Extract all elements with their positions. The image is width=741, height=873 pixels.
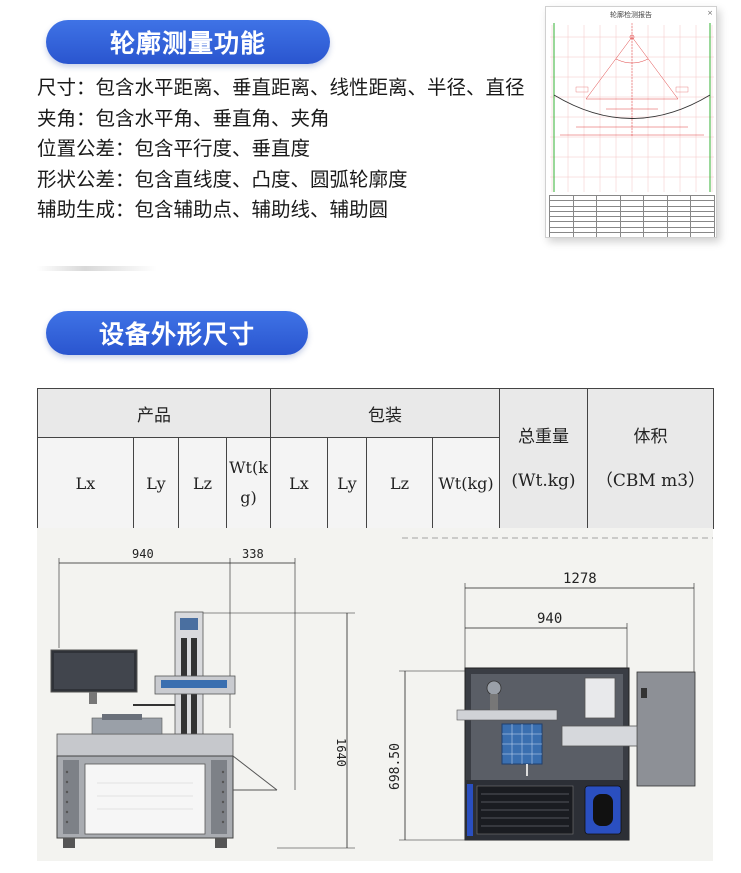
report-plot [550, 23, 714, 192]
dim-top-width: 940 [537, 611, 562, 627]
header-total-weight: 总重量 (Wt.kg) [499, 388, 588, 529]
feature-item: 辅助生成：包含辅助点、辅助线、辅助圆 [37, 198, 389, 221]
dim-top-total: 1278 [563, 571, 597, 587]
header-packing: 包装 [270, 388, 500, 438]
top-view: 1278 940 698.50 [388, 537, 713, 841]
col-packing-wt: Wt(kg) [432, 437, 500, 529]
col-packing-lz: Lz [366, 437, 433, 529]
report-result-table [549, 194, 715, 237]
feature-item: 夹角：包含水平角、垂直角、夹角 [37, 106, 330, 130]
feature-item: 形状公差：包含直线度、凸度、圆弧轮廓度 [37, 167, 408, 191]
section-title-text: 设备外形尺寸 [98, 320, 255, 349]
feature-list: 尺寸：包含水平距离、垂直距离、线性距离、半径、直径 夹角：包含水平角、垂直角、夹… [37, 73, 547, 226]
dim-front-height: 1640 [334, 738, 348, 767]
col-packing-lx: Lx [270, 437, 328, 529]
dim-top-depth: 698.50 [388, 743, 403, 790]
feature-item: 尺寸：包含水平距离、垂直距离、线性距离、半径、直径 [37, 76, 525, 99]
section-title-contour: 轮廓测量功能 [46, 20, 330, 64]
decorative-underline [37, 266, 157, 271]
close-icon: × [707, 9, 713, 17]
contour-report-thumbnail: 轮廓检测报告 × [545, 6, 717, 238]
front-view: 940 338 1640 [50, 547, 355, 849]
header-volume: 体积 （CBM m3） [587, 388, 714, 529]
col-packing-ly: Ly [327, 437, 367, 529]
spec-table: 产品 包装 总重量 (Wt.kg) 体积 （CBM m3） Lx Ly Lz W… [37, 388, 714, 529]
dim-front-width: 940 [132, 547, 154, 561]
col-product-lz: Lz [178, 437, 227, 529]
col-product-lx: Lx [37, 437, 134, 529]
col-product-wt: Wt(kg) [226, 437, 271, 529]
machine-drawing: 940 338 1640 [37, 528, 713, 861]
feature-item: 位置公差：包含平行度、垂直度 [37, 137, 311, 160]
machine-drawing-svg: 940 338 1640 [50, 537, 713, 849]
dim-front-side: 338 [242, 547, 264, 561]
report-title: 轮廓检测报告 [610, 11, 652, 19]
col-product-ly: Ly [133, 437, 179, 529]
header-product: 产品 [37, 388, 271, 438]
section-title-text: 轮廓测量功能 [109, 29, 266, 58]
section-title-dimensions: 设备外形尺寸 [46, 311, 308, 355]
